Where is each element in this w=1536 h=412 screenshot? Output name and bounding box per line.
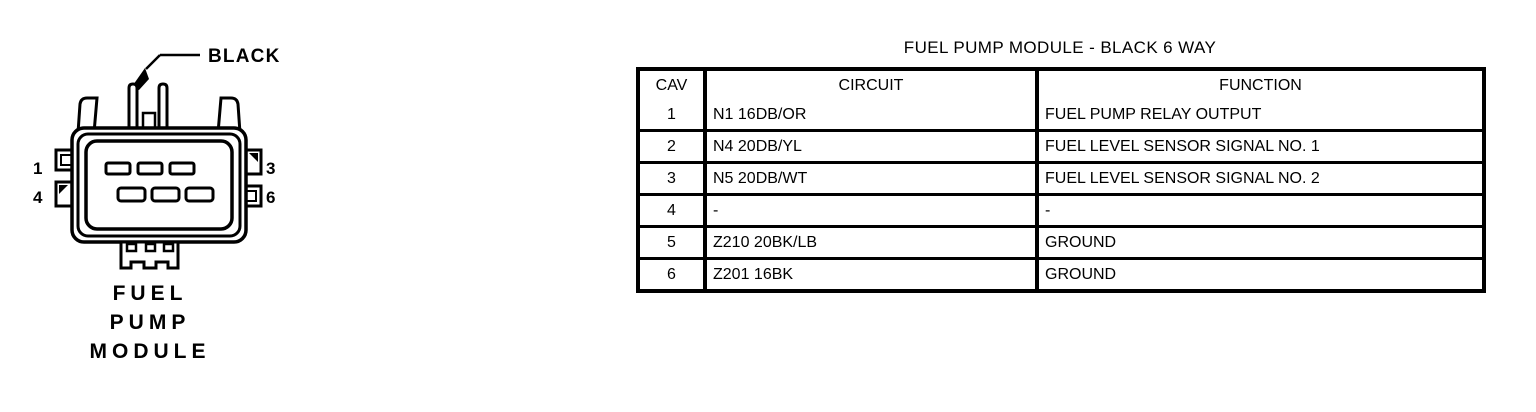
connector-color-callout-label: BLACK — [208, 46, 281, 67]
cell-cav: 3 — [638, 162, 707, 196]
connector-flare-wings — [76, 96, 242, 135]
table-row: 6 Z201 16BK GROUND — [638, 258, 1484, 291]
table-row: 2 N4 20DB/YL FUEL LEVEL SENSOR SIGNAL NO… — [638, 130, 1484, 164]
pinout-table: CAV CIRCUIT FUNCTION 1 N1 16DB/OR FUEL P… — [636, 67, 1486, 293]
cell-function: GROUND — [1037, 226, 1484, 260]
column-header-function: FUNCTION — [1219, 76, 1302, 94]
bottom-mounting-bracket — [119, 240, 180, 270]
cell-function: - — [1037, 194, 1484, 228]
connector-caption-line-2: PUMP — [109, 311, 191, 334]
connector-shell — [70, 126, 248, 244]
cell-cav: 5 — [638, 226, 707, 260]
cell-function: FUEL LEVEL SENSOR SIGNAL NO. 1 — [1037, 130, 1484, 164]
latch-posts — [127, 82, 169, 131]
cell-cav: 2 — [638, 130, 707, 164]
cell-circuit: N1 16DB/OR — [705, 100, 1039, 132]
table-row: 1 N1 16DB/OR FUEL PUMP RELAY OUTPUT — [638, 100, 1484, 132]
pinout-table-title: FUEL PUMP MODULE - BLACK 6 WAY — [903, 38, 1217, 57]
column-header-circuit: CIRCUIT — [705, 69, 1039, 100]
cell-circuit: Z201 16BK — [705, 258, 1039, 291]
cell-circuit: N4 20DB/YL — [705, 130, 1039, 164]
cavity-slots-top — [104, 161, 196, 176]
pinout-panel: FUEL PUMP MODULE - BLACK 6 WAY CAV CIRCU… — [636, 38, 1486, 293]
connector-drawing — [54, 53, 263, 270]
cell-cav: 1 — [638, 100, 707, 132]
cell-cav: 6 — [638, 258, 707, 291]
cell-function: FUEL LEVEL SENSOR SIGNAL NO. 2 — [1037, 162, 1484, 196]
cell-circuit: N5 20DB/WT — [705, 162, 1039, 196]
connector-caption: FUEL PUMP MODULE — [0, 279, 300, 366]
table-row: 3 N5 20DB/WT FUEL LEVEL SENSOR SIGNAL NO… — [638, 162, 1484, 196]
table-header-row: CAV CIRCUIT FUNCTION — [638, 69, 1484, 100]
pin-label-1: 1 — [33, 159, 43, 178]
cell-cav: 4 — [638, 194, 707, 228]
cell-function: FUEL PUMP RELAY OUTPUT — [1037, 100, 1484, 132]
column-header-cav: CAV — [638, 69, 707, 100]
cavity-slots-bottom — [116, 186, 215, 203]
connector-figure: BLACK 1 4 3 6 FUEL PUMP MODULE — [0, 0, 620, 412]
pin-label-3: 3 — [266, 159, 276, 178]
cell-circuit: Z210 20BK/LB — [705, 226, 1039, 260]
cell-circuit: - — [705, 194, 1039, 228]
connector-caption-line-1: FUEL — [112, 282, 188, 305]
connector-caption-line-3: MODULE — [89, 340, 211, 363]
pin-label-6: 6 — [266, 188, 276, 207]
cell-function: GROUND — [1045, 265, 1117, 283]
pin-label-4: 4 — [33, 188, 43, 207]
table-row: 5 Z210 20BK/LB GROUND — [638, 226, 1484, 260]
table-row: 4 - - — [638, 194, 1484, 228]
